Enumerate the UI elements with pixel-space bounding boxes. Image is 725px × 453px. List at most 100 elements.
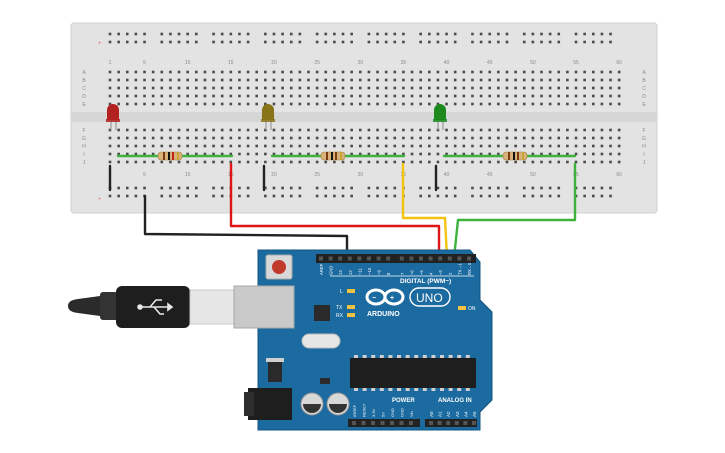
- rail-hole: [453, 194, 457, 198]
- breadboard-hole: [272, 78, 276, 82]
- reset-button[interactable]: [272, 260, 286, 274]
- breadboard-hole: [522, 102, 526, 106]
- row-letter: A: [82, 70, 86, 76]
- breadboard-hole: [531, 128, 535, 132]
- breadboard-hole: [350, 160, 353, 164]
- rail-hole: [479, 194, 483, 198]
- rail-hole: [384, 40, 388, 44]
- rail-hole: [315, 40, 319, 44]
- breadboard-hole: [497, 136, 500, 140]
- breadboard-hole: [574, 78, 578, 82]
- rail-hole: [350, 186, 353, 190]
- breadboard-hole: [419, 102, 422, 106]
- breadboard-hole: [367, 94, 371, 98]
- rail-hole: [108, 194, 112, 198]
- rail-hole: [350, 32, 353, 36]
- breadboard-hole: [212, 128, 215, 132]
- breadboard-hole: [471, 128, 474, 132]
- breadboard-hole: [134, 144, 138, 148]
- chip-pin: [397, 355, 401, 358]
- rail-hole: [609, 194, 612, 198]
- analog-pin-label: A5: [472, 411, 477, 417]
- rail-hole: [548, 40, 552, 44]
- breadboard-hole: [195, 94, 198, 98]
- breadboard-hole: [462, 86, 466, 90]
- breadboard-hole: [402, 152, 405, 156]
- breadboard-hole: [307, 102, 310, 106]
- breadboard-hole: [298, 94, 302, 98]
- column-number: 10: [185, 172, 191, 178]
- breadboard-hole: [617, 152, 621, 156]
- breadboard-hole: [238, 144, 241, 148]
- breadboard-hole: [393, 102, 397, 106]
- digital-pin-label: TX→1: [457, 262, 462, 275]
- rail-hole: [264, 194, 267, 198]
- rail-hole: [333, 32, 336, 36]
- rail-hole: [125, 194, 129, 198]
- breadboard-hole: [195, 70, 198, 74]
- breadboard-hole: [350, 152, 353, 156]
- breadboard-hole: [117, 70, 120, 74]
- rail-hole: [169, 186, 172, 190]
- breadboard-hole: [358, 144, 362, 148]
- breadboard-hole: [212, 136, 215, 140]
- breadboard-hole: [315, 94, 319, 98]
- row-letter: C: [642, 86, 646, 92]
- breadboard-hole: [617, 86, 621, 90]
- breadboard-hole: [186, 94, 189, 98]
- breadboard-hole: [367, 70, 371, 74]
- breadboard-hole: [445, 128, 448, 132]
- digital-pin-holes: [319, 256, 471, 261]
- rail-hole: [341, 40, 345, 44]
- breadboard-hole: [566, 78, 569, 82]
- breadboard-hole: [453, 78, 457, 82]
- rail-hole: [540, 40, 543, 44]
- rail-hole: [281, 194, 284, 198]
- dc-power-jack: [248, 388, 292, 420]
- breadboard-hole: [341, 160, 345, 164]
- rail-hole: [428, 194, 431, 198]
- rail-hole: [583, 194, 586, 198]
- breadboard-hole: [428, 102, 431, 106]
- column-number: 60: [616, 60, 622, 66]
- breadboard-hole: [333, 128, 336, 132]
- breadboard-hole: [557, 144, 561, 148]
- breadboard-hole: [341, 94, 345, 98]
- breadboard-hole: [566, 94, 569, 98]
- rail-hole: [609, 186, 612, 190]
- rail-hole: [333, 40, 336, 44]
- column-number: 50: [530, 60, 536, 66]
- breadboard-hole: [453, 94, 457, 98]
- breadboard-hole: [591, 136, 595, 140]
- breadboard-hole: [479, 128, 483, 132]
- chip-pin: [457, 355, 462, 358]
- breadboard-hole: [583, 160, 586, 164]
- breadboard-hole: [591, 78, 595, 82]
- breadboard-hole: [557, 152, 561, 156]
- rail-hole: [557, 194, 561, 198]
- rail-hole: [540, 186, 543, 190]
- breadboard-hole: [514, 160, 517, 164]
- breadboard-hole: [600, 86, 604, 90]
- column-number: 50: [530, 172, 536, 178]
- breadboard-hole: [238, 160, 241, 164]
- breadboard-hole: [108, 152, 112, 156]
- rail-hole: [505, 194, 509, 198]
- analog-in-label: ANALOG IN: [438, 398, 472, 404]
- breadboard-hole: [393, 78, 397, 82]
- breadboard-hole: [143, 128, 146, 132]
- breadboard-hole: [177, 94, 181, 98]
- breadboard-hole: [591, 144, 595, 148]
- breadboard-hole: [402, 160, 405, 164]
- breadboard-hole: [117, 144, 120, 148]
- rail-hole: [143, 32, 146, 36]
- breadboard-hole: [445, 94, 448, 98]
- breadboard-hole: [445, 144, 448, 148]
- rail-hole: [195, 40, 198, 44]
- column-number: 40: [444, 172, 450, 178]
- breadboard-hole: [384, 94, 388, 98]
- breadboard-hole: [117, 102, 120, 106]
- breadboard-hole: [151, 102, 155, 106]
- breadboard-hole: [212, 78, 215, 82]
